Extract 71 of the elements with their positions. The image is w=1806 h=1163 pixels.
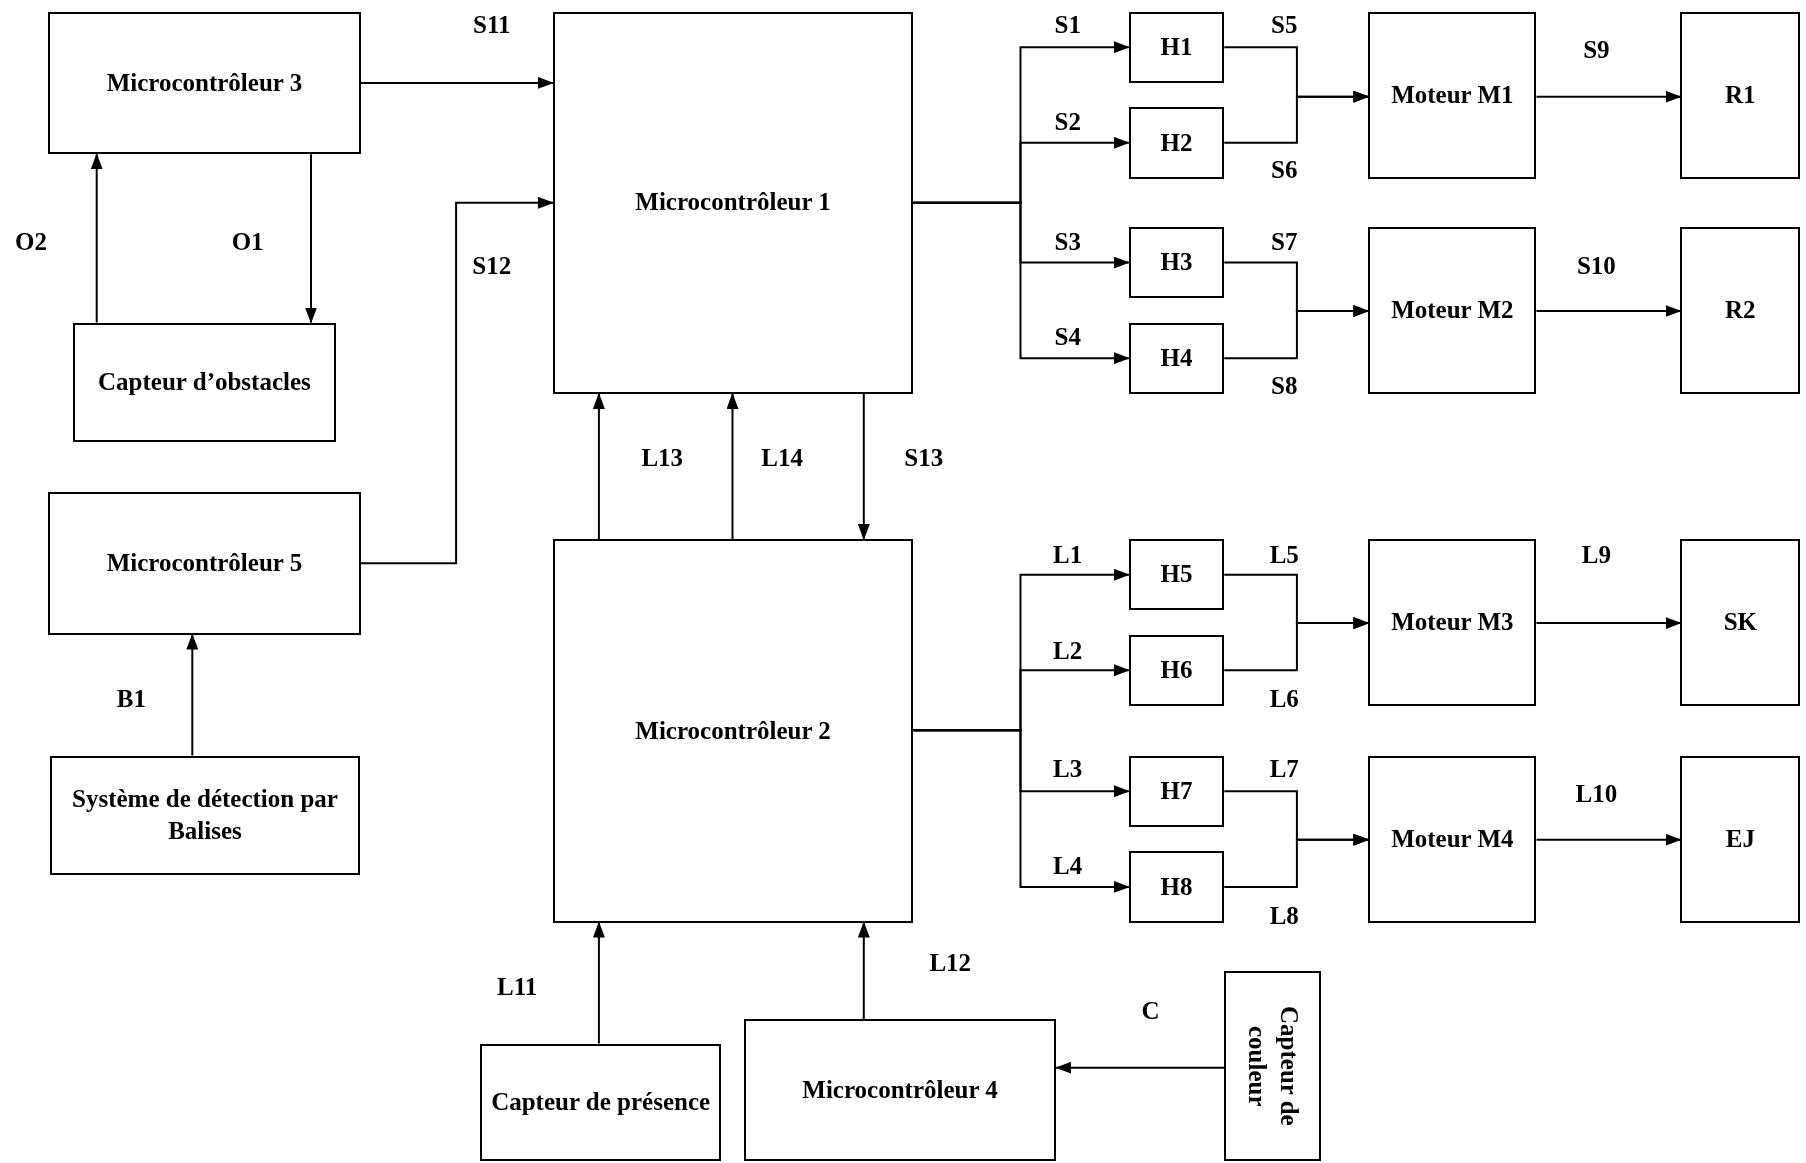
block-box (1368, 226, 1537, 394)
block-label: EJ (1725, 823, 1755, 854)
block-label: H5 (1160, 559, 1193, 590)
block-box (1680, 226, 1801, 394)
block-label: Moteur M1 (1391, 79, 1514, 110)
arrow (1535, 90, 1682, 103)
block-box (1128, 755, 1225, 827)
arrow (1055, 1061, 1226, 1074)
block-label: Microcontrôleur 5 (106, 547, 303, 578)
block-box (1128, 11, 1225, 83)
arrow (1535, 833, 1682, 846)
arrow (857, 392, 870, 540)
block-label: H6 (1160, 655, 1193, 686)
arrow (1535, 305, 1682, 317)
block-box (552, 539, 914, 923)
block-box (1128, 322, 1225, 394)
block-label: H3 (1160, 247, 1193, 278)
block-box (72, 322, 337, 443)
block-box (1368, 539, 1537, 707)
arrow (1223, 90, 1370, 144)
block-label: H4 (1160, 342, 1193, 373)
block-box (744, 1019, 1057, 1161)
block-label: H7 (1160, 776, 1193, 806)
block-box (1128, 634, 1225, 707)
block-box (49, 755, 361, 876)
arrow (592, 921, 605, 1045)
block-label: H1 (1160, 31, 1193, 62)
arrow (592, 392, 605, 540)
arrow (1223, 833, 1370, 888)
block-label: R2 (1725, 295, 1756, 326)
block-box (48, 491, 361, 635)
block-label: Microcontrôleur 4 (802, 1074, 998, 1105)
block-label: Moteur M4 (1391, 823, 1514, 854)
arrow (912, 729, 1130, 893)
block-label: H8 (1160, 871, 1193, 902)
arrow (1535, 617, 1682, 630)
block-label: Microcontrôleur 2 (635, 715, 831, 746)
block-label: SK (1723, 607, 1757, 638)
block-box (1680, 11, 1801, 179)
block-label: R1 (1725, 79, 1756, 110)
block-label: Capteur de couleur (1242, 1005, 1305, 1128)
arrow (1223, 617, 1370, 672)
arrow (857, 921, 870, 1021)
block-box (48, 11, 361, 155)
arrow (359, 76, 554, 89)
block-label: Système de détection par Balises (71, 783, 339, 847)
block-box (1368, 11, 1537, 179)
block-box (1128, 539, 1225, 611)
arrow (912, 201, 1130, 365)
block-label: Capteur d’obstacles (98, 367, 311, 398)
arrow (90, 153, 103, 324)
arrow (1223, 305, 1370, 360)
arrow (186, 633, 199, 757)
block-box (1128, 226, 1225, 299)
block-box (1128, 851, 1225, 923)
arrow (726, 392, 739, 540)
block-label: Microcontrôleur 3 (106, 67, 303, 98)
block-box (1368, 755, 1537, 923)
block-box (1128, 107, 1225, 179)
block-box (1680, 755, 1801, 923)
block-box (552, 11, 914, 394)
block-label: H2 (1160, 127, 1193, 158)
block-label: Moteur M2 (1391, 295, 1514, 326)
arrow (359, 196, 554, 565)
block-label: Microcontrôleur 1 (635, 187, 831, 218)
block-label: Capteur de présence (491, 1087, 711, 1117)
arrow (305, 153, 317, 324)
block-label: Moteur M3 (1391, 607, 1514, 638)
block-box (1680, 539, 1801, 707)
block-box (1224, 970, 1322, 1161)
block-box (480, 1043, 721, 1161)
